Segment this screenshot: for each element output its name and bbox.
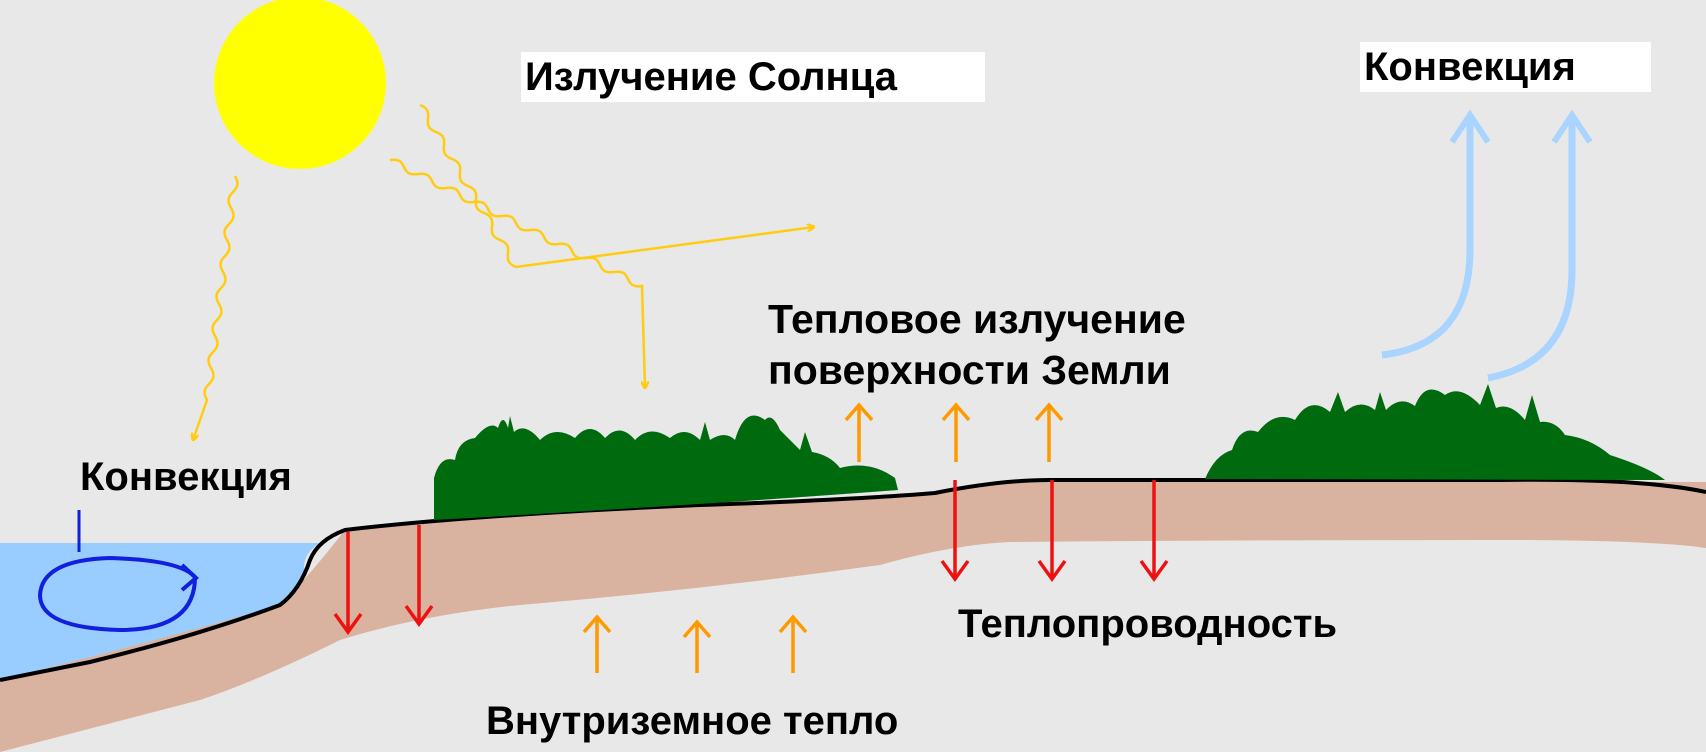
conduction-arrow	[404, 525, 434, 627]
surface-radiation-arrow	[941, 402, 971, 462]
internal-heat-arrow	[778, 614, 808, 673]
soil	[0, 480, 1706, 752]
solar-ray-middle	[389, 158, 645, 388]
label-thermal-radiation-line1: Тепловое излучение	[768, 296, 1186, 342]
sun	[214, 0, 386, 169]
label-sun-radiation: Излучение Солнца	[521, 52, 985, 102]
air-convection-arrow-2	[1487, 118, 1576, 382]
conduction-arrow	[940, 480, 970, 582]
water	[0, 543, 320, 680]
conduction-arrow	[333, 532, 363, 635]
solar-ray-left	[193, 175, 239, 440]
air-convection-arrow-2-head	[1551, 109, 1593, 144]
surface-radiation-arrow	[1034, 402, 1064, 462]
conduction-arrows	[333, 480, 1169, 635]
label-thermal-radiation-line2: поверхности Земли	[768, 347, 1171, 393]
internal-heat-arrows	[582, 614, 808, 673]
internal-heat-arrow	[682, 619, 712, 673]
forest-left	[434, 415, 898, 520]
air-convection-arrow-1-head	[1449, 109, 1491, 144]
label-convection-water: Конвекция	[80, 455, 292, 499]
water-convection-arrowhead	[180, 563, 200, 592]
conduction-arrow	[1139, 480, 1169, 582]
surface-radiation-arrow	[844, 402, 874, 462]
ground-line	[0, 477, 1706, 682]
label-conduction: Теплопроводность	[958, 602, 1338, 646]
label-convection-air: Конвекция	[1360, 42, 1651, 92]
water-convection-loop	[37, 555, 197, 633]
conduction-arrow	[1037, 480, 1067, 582]
label-internal-heat: Внутриземное тепло	[486, 699, 899, 743]
solar-ray-right	[419, 103, 814, 269]
forest-right	[1205, 384, 1665, 480]
surface-radiation-arrows	[844, 402, 1064, 462]
internal-heat-arrow	[582, 614, 612, 673]
air-convection-arrow-1	[1381, 118, 1474, 359]
